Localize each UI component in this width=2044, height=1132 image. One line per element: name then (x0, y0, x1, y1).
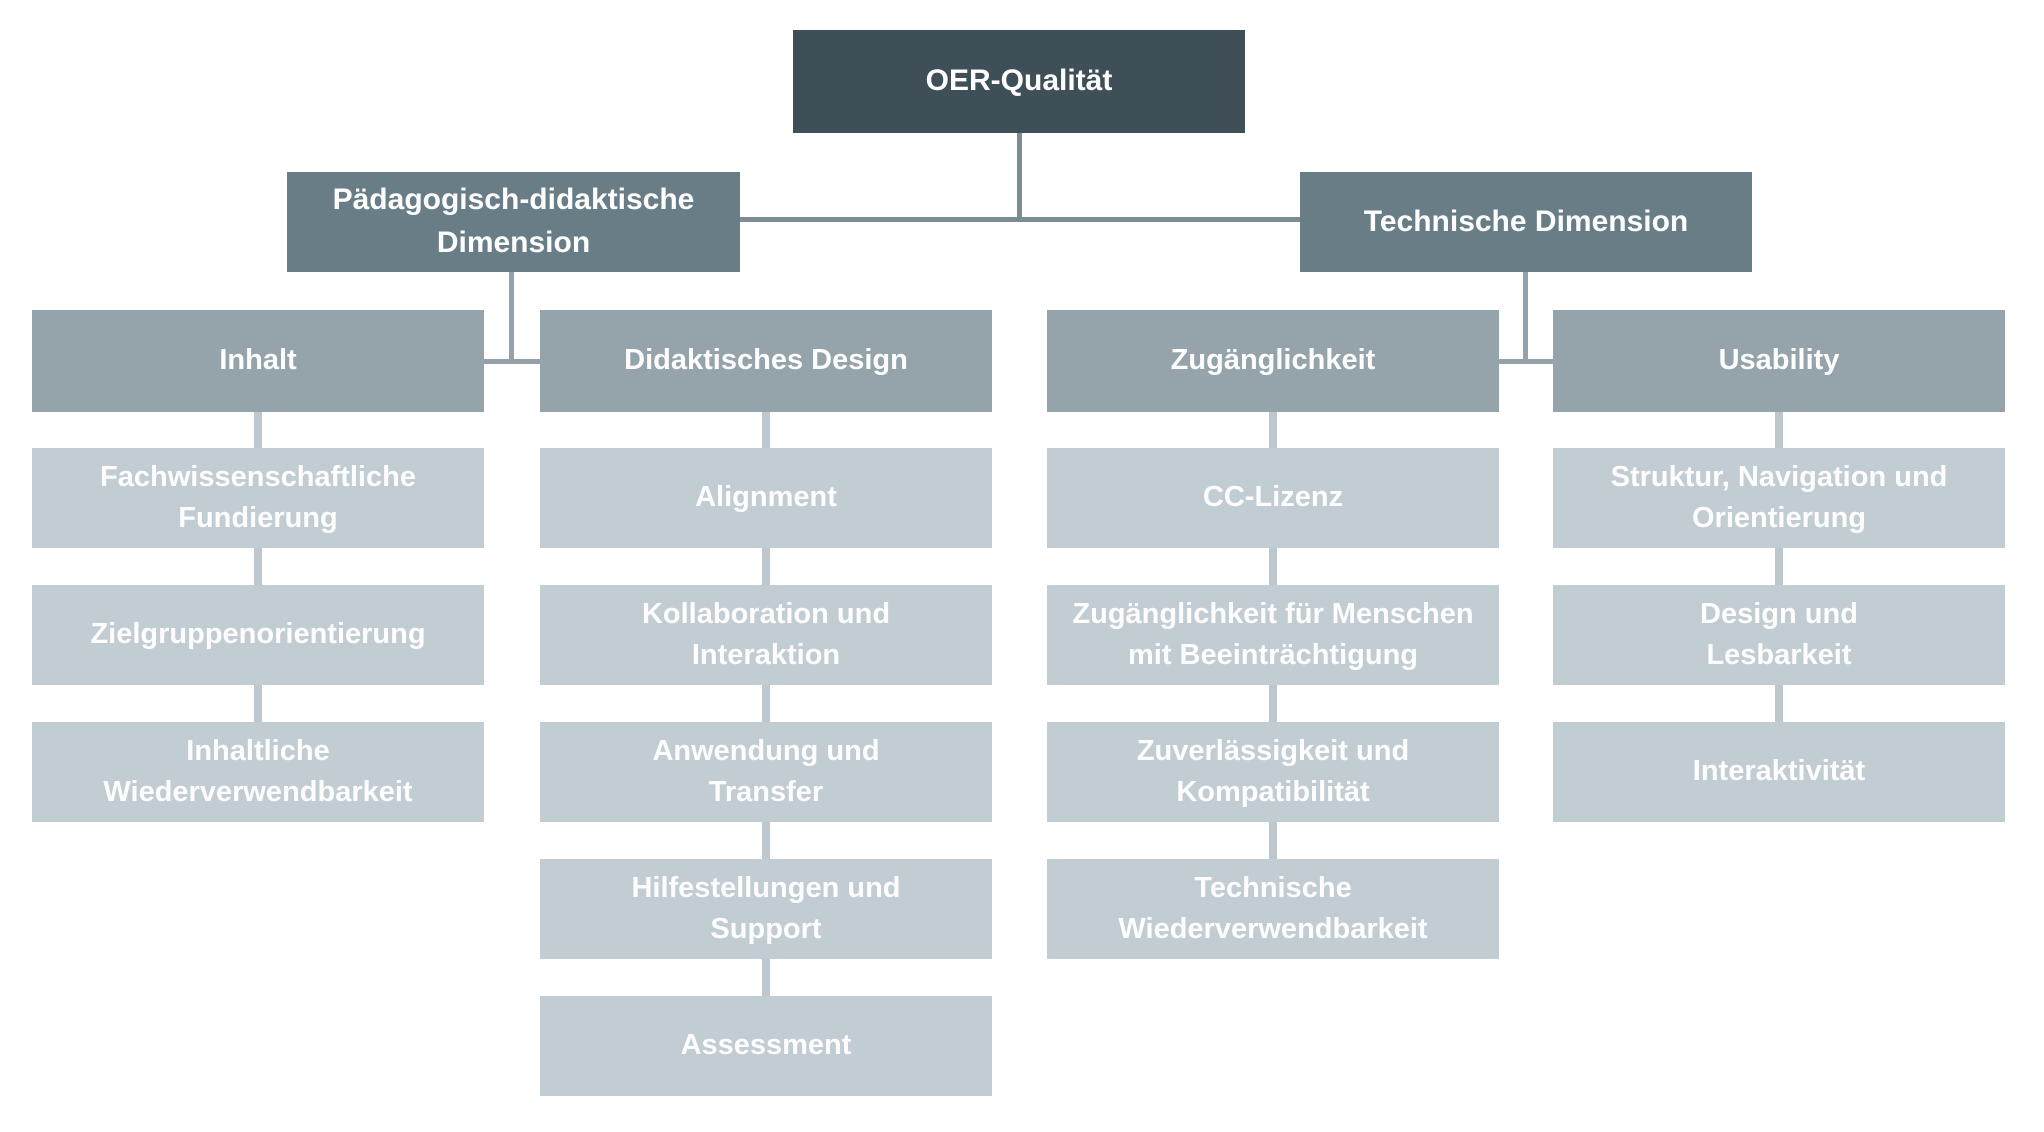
node-paedagogisch-didaktische-dimension: Pädagogisch-didaktische Dimension (287, 172, 740, 272)
connector-col3-seg1 (1269, 412, 1277, 448)
node-didaktisches-design: Didaktisches Design (540, 310, 992, 412)
connector-dim2-vertical (1523, 272, 1528, 362)
node-technische-wiederverwendbarkeit: Technische Wiederverwendbarkeit (1047, 859, 1499, 959)
node-zuverlaessigkeit-und-kompatibilitaet: Zuverlässigkeit und Kompatibilität (1047, 722, 1499, 822)
node-kollaboration-und-interaktion: Kollaboration und Interaktion (540, 585, 992, 685)
node-inhalt: Inhalt (32, 310, 484, 412)
connector-col4-seg1 (1775, 412, 1783, 448)
node-zugaenglichkeit-fuer-menschen-mit-beeintraechtigung: Zugänglichkeit für Menschen mit Beeinträ… (1047, 585, 1499, 685)
node-zielgruppenorientierung: Zielgruppenorientierung (32, 585, 484, 685)
connector-col2-seg5 (762, 959, 770, 996)
connector-dim2-horizontal (1499, 359, 1553, 364)
connector-col2-seg2 (762, 548, 770, 585)
connector-dim1-horizontal (484, 359, 540, 364)
connector-col3-seg4 (1269, 822, 1277, 859)
node-anwendung-und-transfer: Anwendung und Transfer (540, 722, 992, 822)
connector-col2-seg1 (762, 412, 770, 448)
connector-col4-seg2 (1775, 548, 1783, 585)
node-technische-dimension: Technische Dimension (1300, 172, 1752, 272)
node-hilfestellungen-und-support: Hilfestellungen und Support (540, 859, 992, 959)
connector-root-horizontal (740, 217, 1300, 222)
connector-col1-seg2 (254, 548, 262, 585)
connector-col1-seg3 (254, 685, 262, 722)
node-alignment: Alignment (540, 448, 992, 548)
node-assessment: Assessment (540, 996, 992, 1096)
connector-col3-seg3 (1269, 685, 1277, 722)
connector-col1-seg1 (254, 412, 262, 448)
connector-col2-seg4 (762, 822, 770, 859)
node-zugaenglichkeit: Zugänglichkeit (1047, 310, 1499, 412)
node-oer-qualitaet: OER-Qualität (793, 30, 1245, 133)
node-usability: Usability (1553, 310, 2005, 412)
node-design-und-lesbarkeit: Design und Lesbarkeit (1553, 585, 2005, 685)
connector-dim1-vertical (509, 272, 514, 362)
connector-col3-seg2 (1269, 548, 1277, 585)
connector-col4-seg3 (1775, 685, 1783, 722)
connector-root-vertical (1017, 133, 1022, 218)
node-interaktivitaet: Interaktivität (1553, 722, 2005, 822)
node-struktur-navigation-und-orientierung: Struktur, Navigation und Orientierung (1553, 448, 2005, 548)
node-fachwissenschaftliche-fundierung: Fachwissenschaftliche Fundierung (32, 448, 484, 548)
node-inhaltliche-wiederverwendbarkeit: Inhaltliche Wiederverwendbarkeit (32, 722, 484, 822)
node-cc-lizenz: CC-Lizenz (1047, 448, 1499, 548)
connector-col2-seg3 (762, 685, 770, 722)
